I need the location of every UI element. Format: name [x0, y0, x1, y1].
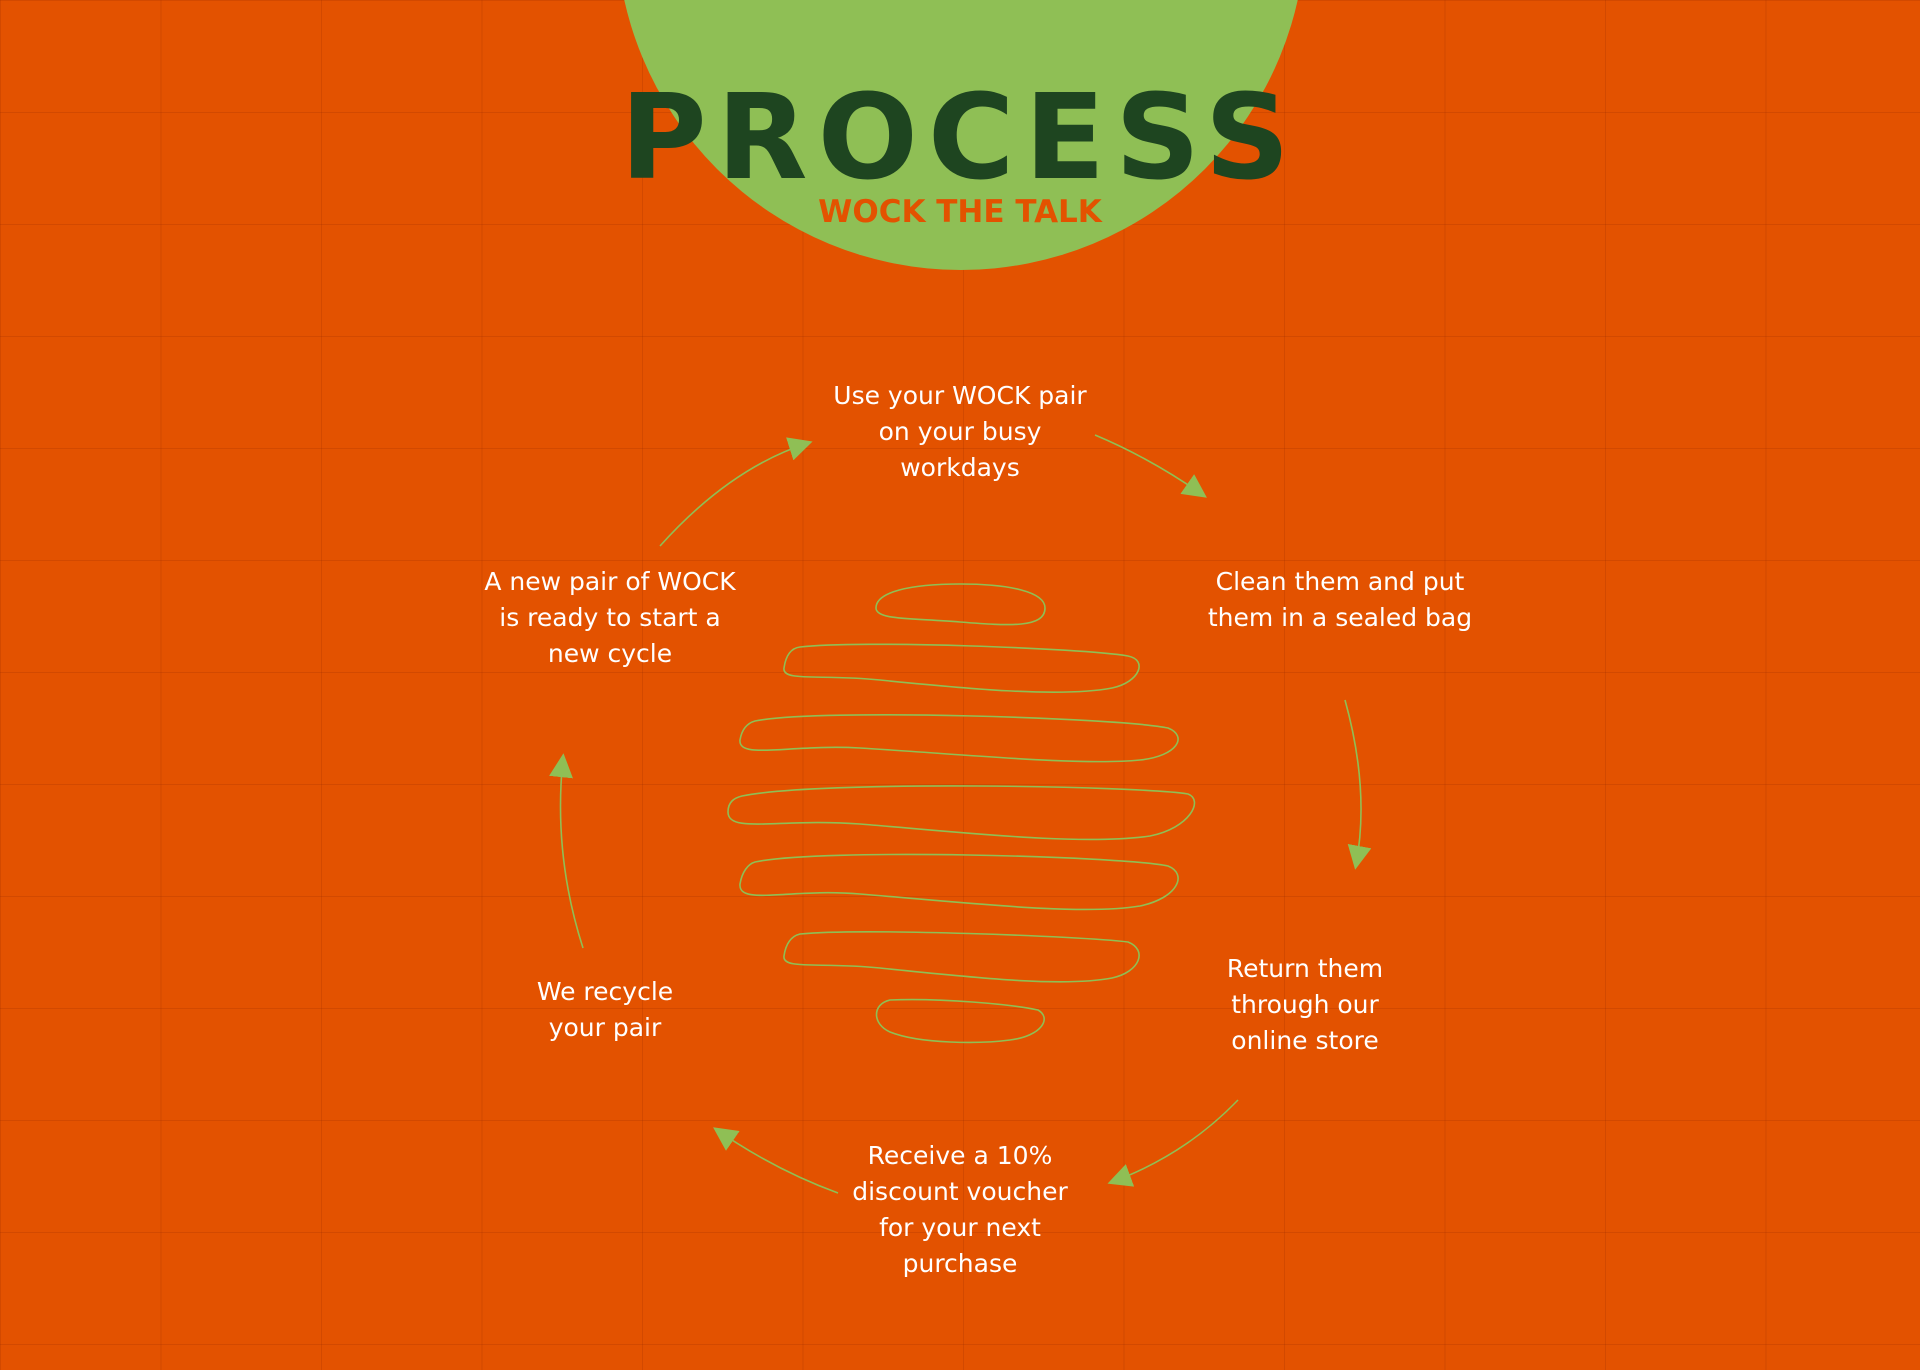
step-return: Return them through our online store [1226, 954, 1384, 1055]
step-voucher: Receive a 10% discount voucher for your … [852, 1141, 1068, 1278]
page-title: PROCESS [620, 68, 1300, 206]
step-use: Use your WOCK pair on your busy workdays [833, 381, 1087, 482]
arrow-icon [1094, 434, 1207, 498]
sock-coil-icon [727, 583, 1196, 1044]
step-recycle: We recycle your pair [536, 977, 674, 1042]
page-subtitle: WOCK THE TALK [818, 194, 1102, 230]
arrow-icon [1107, 1099, 1239, 1187]
arrow-icon [659, 437, 813, 547]
step-clean: Clean them and put them in a sealed bag [1207, 567, 1473, 632]
arrow-icon [713, 1127, 839, 1194]
arrow-icon [549, 753, 584, 949]
arrow-icon [1344, 699, 1372, 870]
step-new-pair: A new pair of WOCK is ready to start a n… [484, 567, 736, 668]
